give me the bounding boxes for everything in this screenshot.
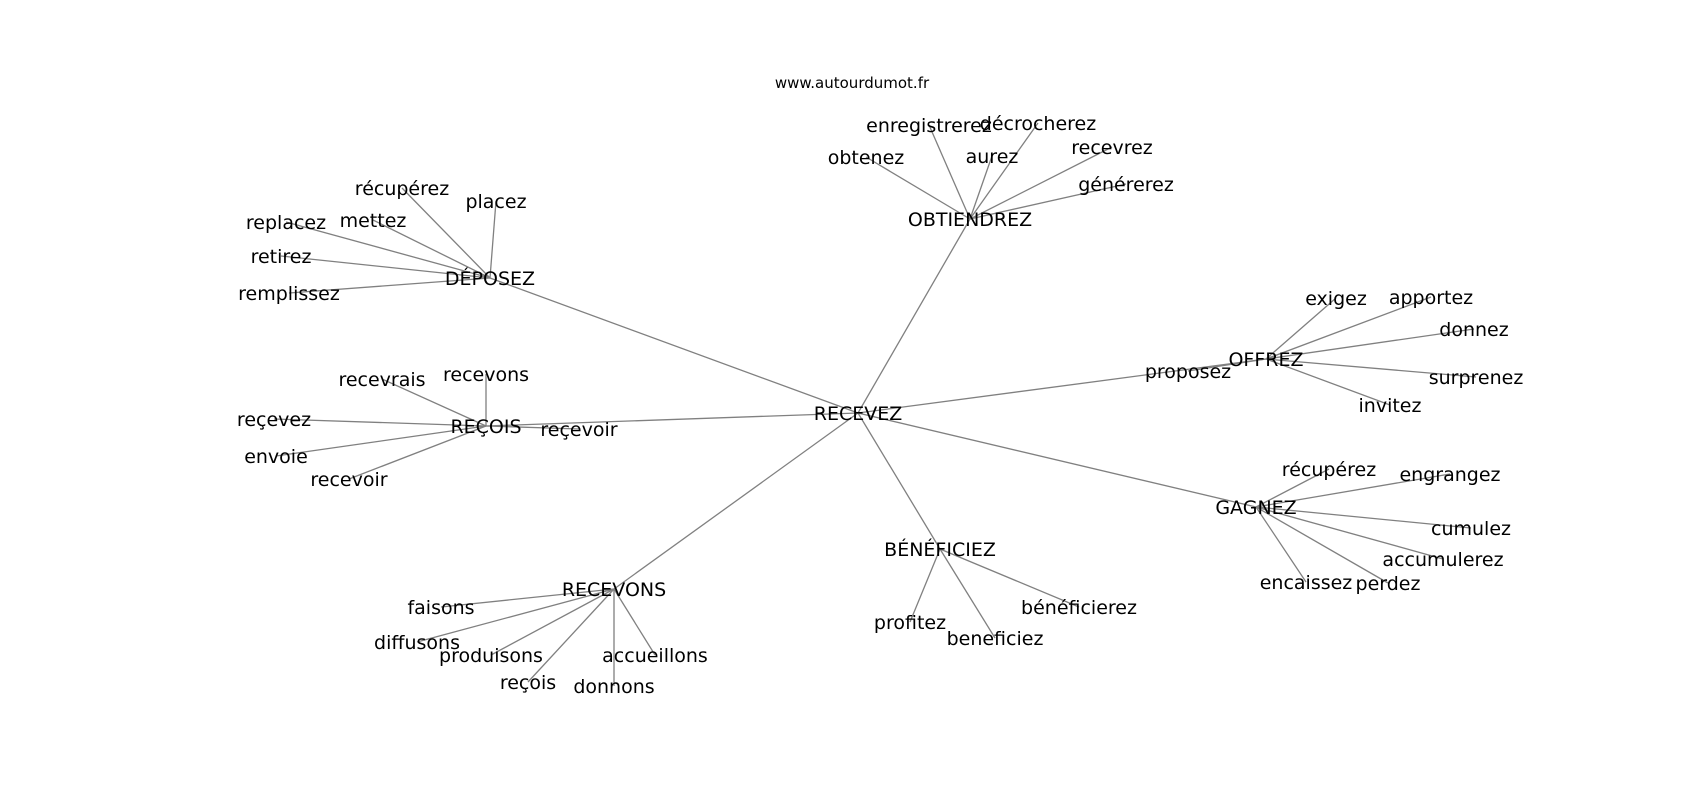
edge-gagnez-recuperez (1255, 468, 1330, 508)
edge-deposez-retirez (280, 255, 491, 279)
node-recuperez: récupérez (1282, 459, 1376, 481)
node-placez: placez (465, 191, 526, 213)
edge-obtiendrez-genererez (969, 183, 1127, 220)
edge-obtiendrez-obtenez (865, 156, 971, 220)
edge-deposez-mettez (372, 219, 491, 279)
edge-gagnez-engrangez (1255, 473, 1451, 508)
edge-recevez-gagnez (857, 412, 1257, 508)
node-produisons: produisons (439, 645, 543, 667)
edge-recevons-recois (527, 588, 615, 683)
node-accumulerez: accumulerez (1382, 549, 1503, 571)
node-recuperez: récupérez (355, 178, 449, 200)
node-faisons: faisons (407, 597, 474, 619)
node-diffusons: diffusons (374, 632, 460, 654)
edge-deposez-recuperez (401, 187, 491, 279)
edge-obtiendrez-aurez (969, 155, 993, 220)
node-cumulez: cumulez (1431, 518, 1511, 540)
edge-recois-recevoir (485, 425, 580, 430)
node-recevons: RECEVONS (562, 579, 666, 601)
node-enregistrerez: enregistrerez (866, 115, 992, 137)
edge-recevez-recois (485, 412, 859, 427)
node-encaissez: encaissez (1260, 572, 1353, 594)
edge-recevez-recevons (613, 412, 859, 590)
edge-recevons-accueillons (613, 588, 656, 656)
edge-gagnez-accumulerez (1255, 506, 1444, 560)
node-obtiendrez: OBTIENDREZ (908, 209, 1032, 231)
edge-obtiendrez-decrocherez (969, 122, 1039, 220)
edge-offrez-invitez (1265, 358, 1391, 406)
edge-obtiendrez-enregistrerez (928, 124, 971, 220)
node-deposez: DÉPOSEZ (445, 267, 535, 290)
edge-obtiendrez-recevrez (969, 146, 1113, 220)
node-surprenez: surprenez (1429, 367, 1524, 389)
edge-deposez-placez (489, 200, 497, 279)
node-profitez: profitez (874, 612, 946, 634)
node-recevrez: recevrez (1071, 137, 1153, 159)
node-recevez: reçevez (237, 409, 311, 431)
edge-recevons-produisons (490, 588, 615, 656)
node-decrocherez: décrocherez (980, 113, 1096, 135)
node-proposez: proposez (1145, 361, 1231, 383)
node-donnons: donnons (573, 676, 654, 698)
node-exigez: exigez (1305, 288, 1367, 310)
node-remplissez: remplissez (238, 283, 340, 305)
node-recevez: RECEVEZ (814, 403, 903, 425)
node-donnez: donnez (1439, 319, 1508, 341)
edge-recevons-diffusons (416, 588, 615, 643)
site-watermark: www.autourdumot.fr (775, 74, 930, 92)
edge-recois-recevrais (381, 378, 487, 427)
node-beneficierez: bénéficierez (1021, 597, 1137, 619)
node-genererez: générerez (1078, 174, 1174, 196)
node-recevoir: recevoir (310, 469, 387, 491)
node-apportez: apportez (1389, 287, 1473, 309)
edge-recois-recevez (273, 418, 487, 427)
node-recois: REÇOIS (450, 416, 521, 438)
edge-recevez-deposez (489, 277, 859, 414)
node-gagnez: GAGNEZ (1215, 497, 1296, 519)
node-invitez: invitez (1359, 395, 1422, 417)
edge-recevons-faisons (440, 588, 615, 608)
edge-recois-envoie (275, 425, 487, 457)
edge-offrez-surprenez (1265, 358, 1477, 378)
edge-deposez-replacez (285, 221, 491, 279)
edge-beneficiez-profitez (909, 548, 941, 623)
edge-beneficiez-beneficiez (939, 548, 996, 639)
node-retirez: retirez (251, 246, 312, 268)
edge-deposez-remplissez (288, 277, 491, 294)
node-aurez: aurez (966, 146, 1019, 168)
node-accueillons: accueillons (602, 645, 708, 667)
node-obtenez: obtenez (828, 147, 905, 169)
node-engrangez: engrangez (1399, 464, 1500, 486)
edge-recevez-offrez (857, 358, 1267, 414)
node-perdez: perdez (1356, 573, 1421, 595)
edge-beneficiez-beneficierez (939, 548, 1080, 608)
node-recevoir: reçevoir (540, 419, 617, 441)
node-recevons: recevons (443, 364, 529, 386)
graph-edges (273, 122, 1477, 686)
edge-offrez-apportez (1265, 296, 1432, 360)
edge-offrez-proposez (1187, 358, 1267, 372)
edge-gagnez-perdez (1255, 506, 1389, 584)
node-recevrais: recevrais (338, 369, 425, 391)
edge-recois-recevoir (348, 425, 487, 480)
node-mettez: mettez (340, 210, 407, 232)
node-beneficiez: beneficiez (947, 628, 1044, 650)
node-beneficiez: BÉNÉFICIEZ (884, 538, 996, 561)
edge-gagnez-encaissez (1255, 506, 1307, 583)
graph-labels: RECEVEZ DÉPOSEZ OBTIENDREZ OFFREZ GAGNEZ BÉNÉ… (237, 113, 1523, 698)
edge-offrez-donnez (1265, 328, 1475, 360)
edge-recevez-beneficiez (857, 412, 941, 550)
node-replacez: replacez (246, 212, 326, 234)
node-recois: reçois (500, 672, 556, 694)
edge-recevez-obtiendrez (857, 218, 971, 414)
node-envoie: envoie (244, 446, 308, 468)
node-offrez: OFFREZ (1228, 349, 1303, 371)
edge-gagnez-cumulez (1255, 506, 1472, 529)
edge-offrez-exigez (1265, 297, 1337, 360)
